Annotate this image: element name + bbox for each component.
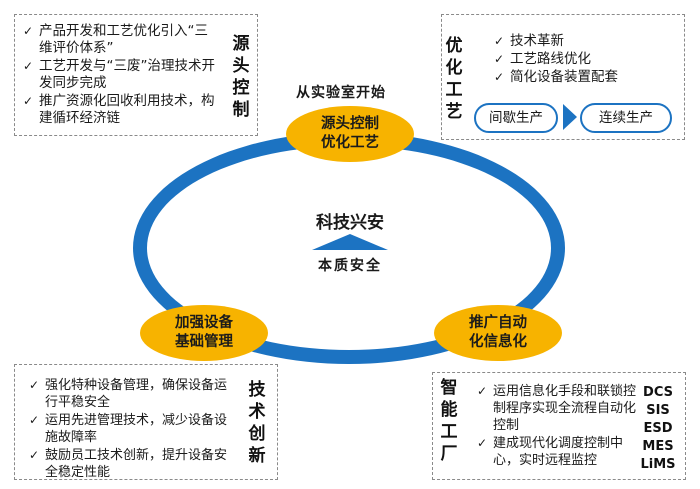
source-control-list: ✓产品开发和工艺优化引入“三维评价体系” ✓工艺开发与“三废”治理技术开发同步完… (23, 23, 219, 128)
tech-innovation-label: 技 术 创 新 (248, 380, 266, 466)
list-item: ✓推广资源化回收利用技术，构建循环经济链 (23, 93, 215, 126)
checkmark-icon: ✓ (494, 70, 505, 84)
checkmark-icon: ✓ (477, 436, 488, 450)
list-item: ✓强化特种设备管理，确保设备运行平稳安全 (29, 378, 228, 410)
smart-factory-label: 智 能 工 厂 (440, 378, 458, 464)
checkmark-icon: ✓ (29, 413, 40, 427)
list-item: ✓工艺路线优化 (494, 51, 591, 67)
process-optimization-list: ✓技术革新 ✓工艺路线优化 ✓简化设备装置配套 (494, 33, 674, 87)
arrow-right-icon (563, 104, 577, 130)
list-item: ✓运用信息化手段和联锁控制程序实现全流程自动化控制 (477, 384, 637, 433)
checkmark-icon: ✓ (494, 52, 505, 66)
checkmark-icon: ✓ (23, 59, 34, 73)
list-item: ✓建成现代化调度控制中心，实时远程监控 (477, 436, 624, 468)
tech-innovation-list: ✓强化特种设备管理，确保设备运行平稳安全 ✓运用先进管理技术，减少设备设施故障率… (29, 377, 227, 482)
continuous-production-pill: 连续生产 (580, 103, 672, 133)
checkmark-icon: ✓ (23, 24, 34, 38)
center-subtitle: 本质安全 (318, 258, 382, 274)
center-title: 科技兴安 (316, 213, 384, 233)
process-optimization-label: 优 化 工 艺 (445, 36, 463, 122)
start-label: 从实验室开始 (296, 85, 386, 101)
checkmark-icon: ✓ (477, 384, 488, 398)
checkmark-icon: ✓ (23, 94, 34, 108)
list-item: ✓鼓励员工技术创新，提升设备安全稳定性能 (29, 448, 228, 480)
source-control-label: 源 头 控 制 (232, 34, 250, 120)
list-item: ✓产品开发和工艺优化引入“三维评价体系” (23, 23, 208, 56)
triangle-icon (312, 234, 388, 250)
tech-innovation-box: ✓强化特种设备管理，确保设备运行平稳安全 ✓运用先进管理技术，减少设备设施故障率… (14, 364, 278, 480)
source-control-box: ✓产品开发和工艺优化引入“三维评价体系” ✓工艺开发与“三废”治理技术开发同步完… (14, 14, 258, 136)
node-equipment-management: 加强设备 基础管理 (140, 305, 268, 361)
list-item: ✓技术革新 (494, 33, 564, 49)
node-automation: 推广自动 化信息化 (434, 305, 562, 361)
checkmark-icon: ✓ (494, 34, 505, 48)
list-item: ✓工艺开发与“三废”治理技术开发同步完成 (23, 58, 215, 91)
batch-production-pill: 间歇生产 (474, 103, 558, 133)
smart-factory-box: 智 能 工 厂 ✓运用信息化手段和联锁控制程序实现全流程自动化控制 ✓建成现代化… (432, 372, 686, 480)
list-item: ✓简化设备装置配套 (494, 69, 618, 85)
system-abbreviations: DCS SIS ESD MES LiMS (640, 385, 676, 472)
list-item: ✓运用先进管理技术，减少设备设施故障率 (29, 413, 228, 445)
smart-factory-list: ✓运用信息化手段和联锁控制程序实现全流程自动化控制 ✓建成现代化调度控制中心，实… (477, 383, 637, 470)
node-source-control: 源头控制 优化工艺 (286, 106, 414, 162)
checkmark-icon: ✓ (29, 448, 40, 462)
checkmark-icon: ✓ (29, 378, 40, 392)
